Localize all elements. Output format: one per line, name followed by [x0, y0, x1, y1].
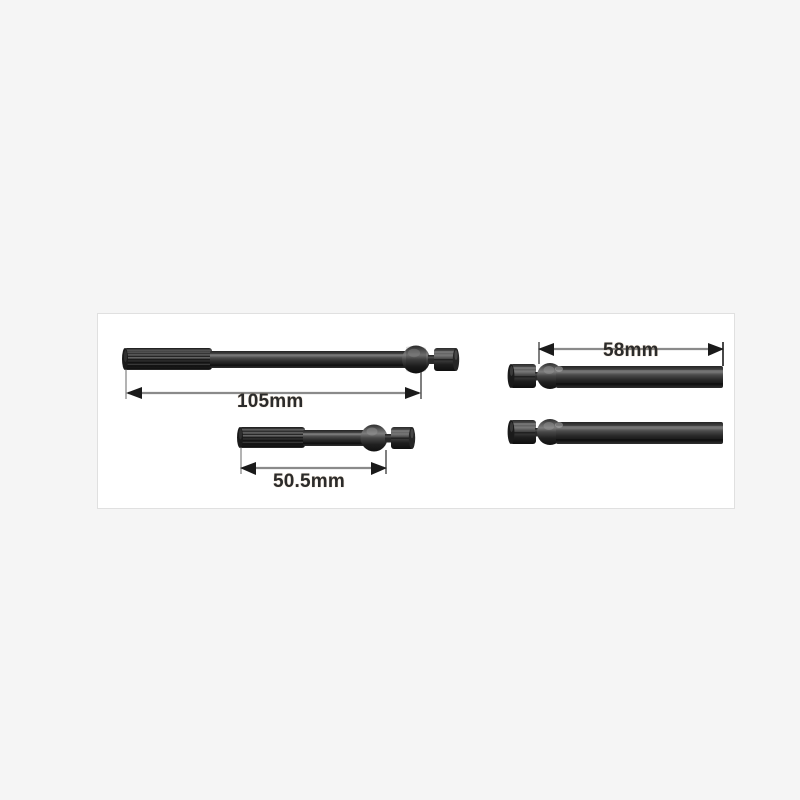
long-drive-shaft: [122, 345, 460, 399]
short-drive-shaft: [237, 424, 416, 475]
dimension-label-50-5mm: 50.5mm: [273, 471, 345, 492]
dimension-line-50-5: [240, 462, 387, 475]
dimension-label-105mm: 105mm: [237, 391, 304, 412]
product-diagram-panel: 105mm 50.5mm 58mm: [97, 313, 735, 509]
right-lower-drive-shaft: [507, 419, 723, 445]
right-upper-drive-shaft: [507, 342, 724, 389]
dimension-line-58: [538, 343, 724, 356]
product-illustration: [122, 342, 724, 475]
dimension-label-58mm: 58mm: [603, 340, 659, 361]
dimension-line-105: [126, 387, 421, 399]
